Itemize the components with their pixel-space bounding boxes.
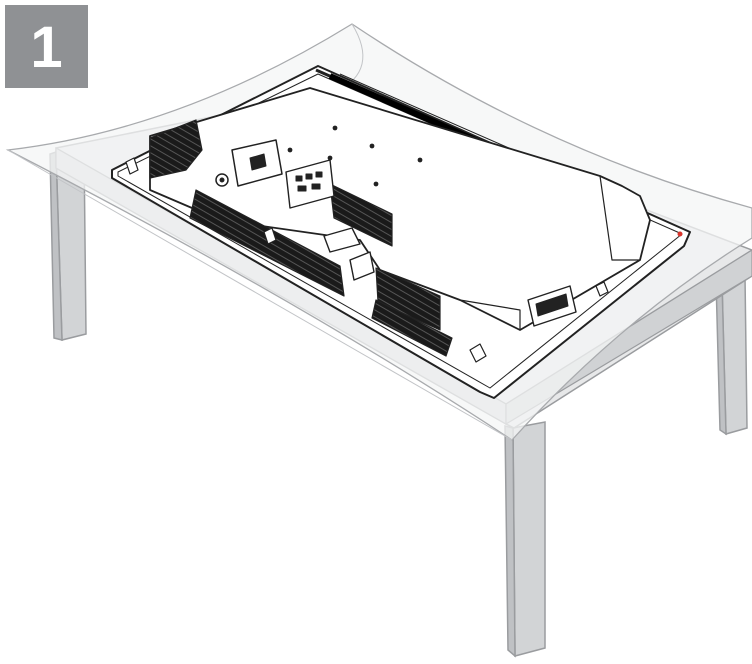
step-number: 1 (30, 14, 63, 80)
vent-middle (329, 183, 393, 247)
step-badge: 1 (5, 5, 88, 88)
mounting-holes (287, 125, 423, 187)
vent-lower-left (189, 189, 345, 297)
tv-back (111, 65, 691, 399)
stand-connector (323, 227, 361, 253)
vent-bottom (371, 299, 453, 357)
vent-left (149, 119, 203, 179)
table-leg-front-center (512, 421, 546, 657)
vent-lower-right (375, 267, 441, 331)
table-legs (49, 145, 748, 658)
